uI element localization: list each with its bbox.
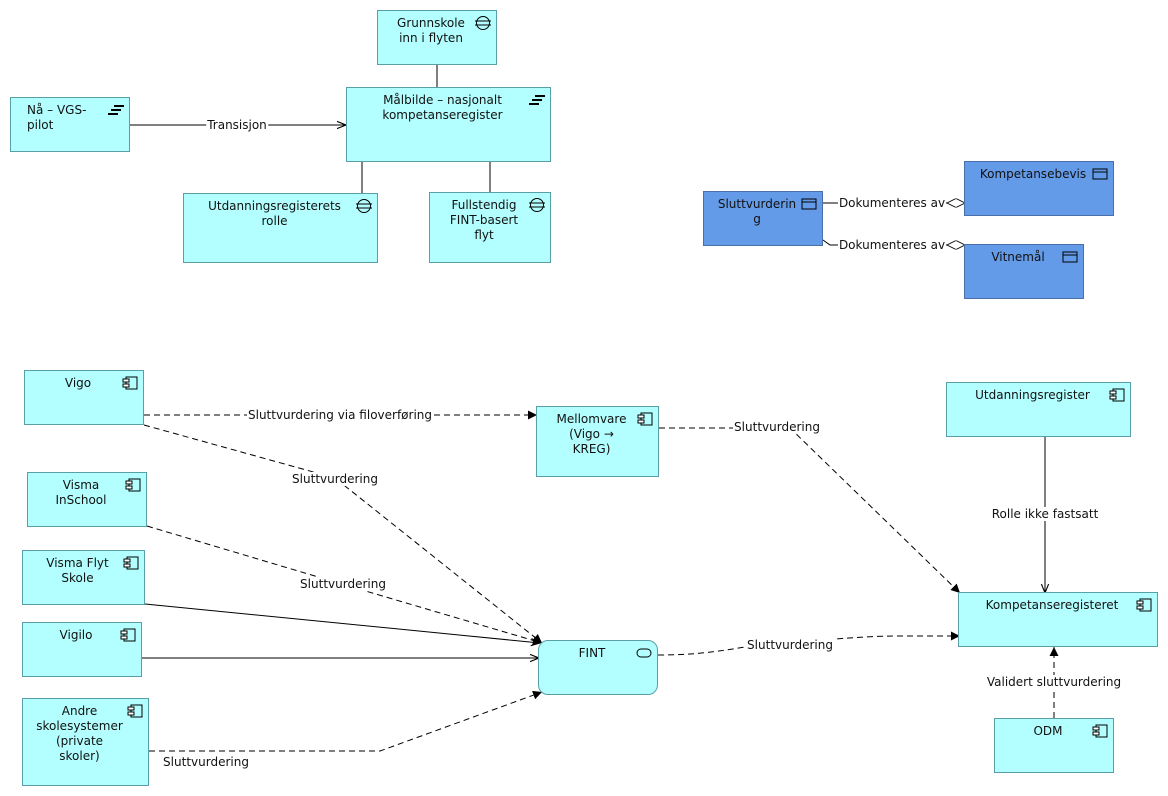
- gap-icon: [529, 198, 545, 212]
- node-label: Kompetansebevis: [979, 167, 1087, 181]
- edge-label-vigo-mellomvare: Sluttvurdering via filoverføring: [246, 408, 434, 422]
- component-icon: [1109, 388, 1125, 402]
- node-label: Kompetanseregisteret: [985, 598, 1119, 612]
- link-andre-fint: [149, 690, 543, 752]
- object-kompetansebevis[interactable]: Kompetansebevis: [964, 161, 1114, 216]
- component-icon: [1136, 598, 1152, 612]
- link-vismaflyt-fint: [144, 603, 540, 643]
- component-icon: [1092, 724, 1108, 738]
- component-icon: [122, 376, 138, 390]
- edge-label-vigo-fint: Sluttvurdering: [291, 472, 379, 486]
- component-vigo[interactable]: Vigo: [24, 370, 144, 425]
- component-andre-skolesystemer[interactable]: Andre skolesystemer (private skoler): [22, 698, 149, 786]
- node-label: Vigilo: [59, 628, 93, 642]
- edge-label-dokumenteres-2: Dokumenteres av: [837, 238, 947, 252]
- link-inschool-fint: [146, 525, 543, 645]
- business-object-icon: [1062, 251, 1078, 263]
- component-icon: [123, 556, 139, 570]
- interface-icon: [636, 648, 652, 658]
- edge-label-andre-fint: Sluttvurdering: [162, 755, 250, 769]
- business-object-icon: [801, 198, 817, 210]
- plateau-grunnskole[interactable]: Grunnskole inn i flyten: [377, 10, 497, 65]
- link-vigo-fint: [143, 424, 543, 644]
- gap-icon: [356, 199, 372, 213]
- edge-label-inschool-fint: Sluttvurdering: [299, 577, 387, 591]
- component-icon: [637, 412, 653, 426]
- node-label: Grunnskole inn i flyten: [397, 16, 465, 45]
- component-vigilo[interactable]: Vigilo: [22, 622, 142, 677]
- component-visma-inschool[interactable]: Visma InSchool: [27, 472, 147, 527]
- edge-label-transisjon: Transisjon: [206, 118, 268, 132]
- node-label: Vitnemål: [991, 250, 1045, 264]
- node-label: Nå – VGS-pilot: [27, 103, 87, 132]
- object-sluttvurdering[interactable]: Sluttvurderin g: [703, 191, 823, 246]
- component-icon: [127, 704, 143, 718]
- gap-icon: [475, 16, 491, 30]
- component-mellomvare[interactable]: Mellomvare (Vigo → KREG): [536, 406, 659, 477]
- component-visma-flyt-skole[interactable]: Visma Flyt Skole: [22, 550, 145, 605]
- node-label: Utdanningsregisterets rolle: [208, 199, 341, 228]
- object-vitnemal[interactable]: Vitnemål: [964, 244, 1084, 299]
- plateau-icon: [529, 95, 545, 105]
- node-label: Fullstendig FINT-basert flyt: [449, 198, 519, 242]
- node-label: Visma Flyt Skole: [46, 556, 109, 585]
- component-odm[interactable]: ODM: [994, 718, 1114, 773]
- plateau-icon: [108, 105, 124, 115]
- node-label: Mellomvare (Vigo → KREG): [556, 412, 627, 456]
- edge-label-mellomvare-kreg: Sluttvurdering: [733, 420, 821, 434]
- component-kompetanseregisteret[interactable]: Kompetanseregisteret: [958, 592, 1158, 647]
- edge-label-validert: Validert sluttvurdering: [985, 675, 1123, 689]
- node-label: Andre skolesystemer (private skoler): [36, 704, 123, 763]
- edge-label-fint-kreg: Sluttvurdering: [746, 638, 834, 652]
- node-label: ODM: [1033, 724, 1063, 738]
- component-icon: [120, 628, 136, 642]
- node-label: Vigo: [64, 376, 92, 390]
- plateau-naa-vgs-pilot[interactable]: Nå – VGS-pilot: [10, 97, 130, 152]
- edge-label-dokumenteres-1: Dokumenteres av: [837, 196, 947, 210]
- edge-label-rolle: Rolle ikke fastsatt: [990, 507, 1100, 521]
- component-icon: [125, 478, 141, 492]
- component-utdanningsregister[interactable]: Utdanningsregister: [946, 382, 1131, 437]
- plateau-malbilde[interactable]: Målbilde – nasjonalt kompetanseregister: [346, 87, 551, 162]
- node-label: Utdanningsregister: [975, 388, 1090, 402]
- node-label: Målbilde – nasjonalt kompetanseregister: [382, 93, 503, 122]
- gap-fullstendig-fint-flyt[interactable]: Fullstendig FINT-basert flyt: [429, 192, 551, 263]
- link-mellomvare-kreg: [659, 427, 961, 594]
- business-object-icon: [1092, 168, 1108, 180]
- node-label: Visma InSchool: [55, 478, 107, 507]
- gap-utdanningsregisterets-rolle[interactable]: Utdanningsregisterets rolle: [183, 193, 378, 263]
- node-label: FINT: [578, 646, 606, 660]
- node-label: Sluttvurderin g: [717, 197, 797, 226]
- interface-fint[interactable]: FINT: [538, 640, 658, 695]
